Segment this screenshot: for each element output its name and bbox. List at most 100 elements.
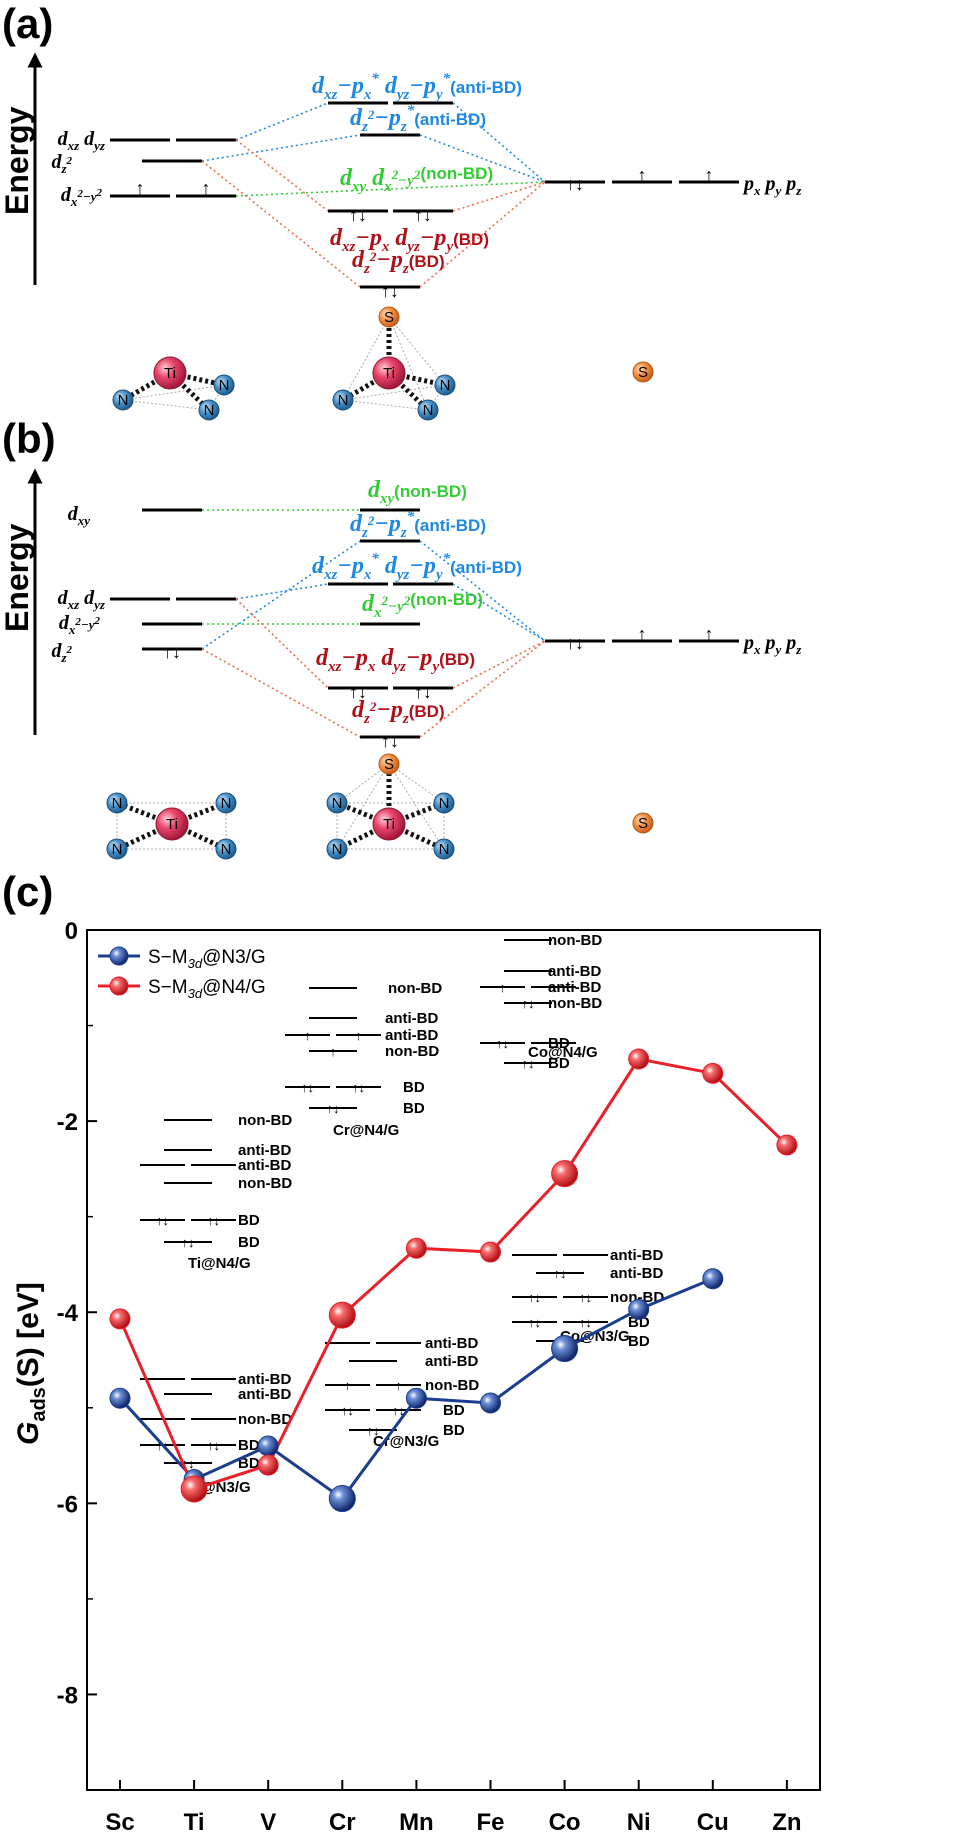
spin-pair: ↑↓ [349, 682, 367, 702]
inset-electron: ↑↓ [528, 1315, 541, 1330]
inset-electron: ↑↓ [352, 1080, 365, 1095]
data-point [776, 1134, 798, 1156]
data-point [109, 1308, 131, 1330]
svg-text:N: N [118, 392, 129, 409]
data-point [480, 1241, 501, 1263]
inset-electron: ↑↓ [327, 1101, 340, 1116]
inset-tag: non-BD [238, 1112, 292, 1129]
inset-electron: ↑ [330, 1044, 337, 1059]
x-tick-label: Sc [105, 1809, 134, 1836]
inset-tag: BD [548, 1035, 570, 1052]
inset-tag: BD [238, 1437, 260, 1454]
mo-label-bd-xz: dxz−px dyz−py(BD) [316, 645, 475, 675]
mo-label-nonbd: dxy dx2−y2(non-BD) [340, 164, 493, 195]
svg-text:S: S [384, 756, 394, 773]
inset-tag: BD [403, 1100, 425, 1117]
inset-electron: ↑↓ [522, 996, 535, 1011]
svg-text:S: S [638, 364, 648, 381]
inset-electron: ↑↓ [341, 1403, 354, 1418]
spin-pair: ↑↓ [414, 682, 432, 702]
svg-text:N: N [112, 841, 123, 858]
data-point [109, 1387, 131, 1409]
inset-title: Co@N4/G [528, 1044, 598, 1061]
x-tick-label: Mn [399, 1809, 434, 1836]
x-tick-label: V [260, 1809, 276, 1836]
inset-tag: anti-BD [425, 1353, 478, 1370]
orbital-label-dxy: dxy [68, 503, 91, 528]
data-series [109, 1048, 798, 1513]
inset-co_n4: non-BDanti-BD↑↑anti-BD↑↓non-BD↑↓↑↓BD↑↓BD… [480, 932, 602, 1072]
inset-tag: anti-BD [548, 979, 601, 996]
inset-electron: ↑↓ [496, 1036, 509, 1051]
inset-tag: anti-BD [385, 1010, 438, 1027]
inset-tag: anti-BD [238, 1386, 291, 1403]
svg-text:N: N [221, 795, 232, 812]
inset-electron: ↑↓ [554, 1266, 567, 1281]
correlation-lines [201, 102, 546, 288]
s-atom: S [632, 812, 654, 834]
inset-tag: anti-BD [610, 1265, 663, 1282]
inset-tag: anti-BD [385, 1027, 438, 1044]
energy-axis-label: Energy [0, 106, 35, 215]
energy-axis-label: Energy [0, 523, 35, 632]
spin-pair: ↑↓ [566, 633, 584, 653]
x-tick-label: Fe [476, 1809, 504, 1836]
svg-text:Ti: Ti [383, 365, 395, 382]
panel-b-label: (b) [2, 415, 56, 462]
inset-electron: ↑ [499, 980, 506, 995]
legend: S−M3d@N3/GS−M3d@N4/G [98, 946, 266, 1001]
data-point [702, 1268, 724, 1290]
inset-tag: BD [548, 1055, 570, 1072]
orbital-label-dxz-dyz: dxz dyz [58, 128, 106, 153]
svg-text:N: N [332, 795, 343, 812]
inset-electron: ↑↓ [367, 1423, 380, 1438]
inset-electron: ↑↓ [301, 1080, 314, 1095]
legend-marker [109, 976, 129, 996]
spin-up-arrow: ↑ [202, 178, 211, 198]
ti-n3-structure: Ti N N N [112, 356, 235, 421]
data-point [628, 1048, 650, 1070]
legend-label: S−M3d@N4/G [148, 977, 266, 1001]
data-point [702, 1062, 724, 1084]
mo-label-antibd-xz: dxz−px* dyz−py*(anti-BD) [312, 71, 522, 103]
data-point [180, 1475, 208, 1503]
inset-electron: ↑↓ [207, 1213, 220, 1228]
inset-tag: anti-BD [610, 1247, 663, 1264]
inset-tag: non-BD [388, 980, 442, 997]
x-tick-label: Ti [184, 1809, 205, 1836]
inset-tag: non-BD [548, 932, 602, 949]
inset-tag: BD [238, 1455, 260, 1472]
orbital-label-dxz-dyz: dxz dyz [58, 587, 106, 612]
mo-label-nonbd-xy: dxy(non-BD) [368, 477, 467, 507]
inset-tag: non-BD [548, 995, 602, 1012]
data-point [405, 1237, 427, 1259]
s-ti-n4-structure: Ti S N N N N [326, 753, 455, 860]
y-tick-label: -2 [57, 1109, 78, 1136]
y-tick-label: -4 [57, 1300, 79, 1327]
panel-a: (a) Energy ↑ ↑ dxz dyz dz2 dx2−y2 ↑↓ ↑↓ … [0, 0, 802, 421]
svg-text:N: N [112, 795, 123, 812]
inset-tag: anti-BD [548, 963, 601, 980]
spin-up-arrow: ↑ [705, 165, 714, 185]
s-atom: S [632, 361, 654, 383]
inset-tag: non-BD [610, 1289, 664, 1306]
inset-tag: anti-BD [238, 1142, 291, 1159]
orbital-label-dz2: dz2 [51, 640, 72, 665]
mo-label-antibd-z2: dz2−pz*(anti-BD) [350, 103, 486, 135]
orbital-label-dx2y2: dx2−y2 [61, 184, 103, 209]
svg-text:N: N [423, 402, 434, 419]
mo-label-nonbd-x2y2: dx2−y2(non-BD) [362, 590, 483, 621]
y-axis: 0-2-4-6-8 [57, 918, 97, 1709]
spin-pair: ↑↓ [381, 731, 399, 751]
svg-text:N: N [221, 841, 232, 858]
data-point [480, 1392, 501, 1414]
svg-text:Ti: Ti [166, 816, 178, 833]
inset-ti_n4: non-BDanti-BDanti-BDnon-BD↑↓↑↓BD↑↓BDTi@N… [140, 1112, 292, 1272]
inset-title: Cr@N4/G [333, 1122, 399, 1139]
inset-electron: ↑↓ [156, 1213, 169, 1228]
